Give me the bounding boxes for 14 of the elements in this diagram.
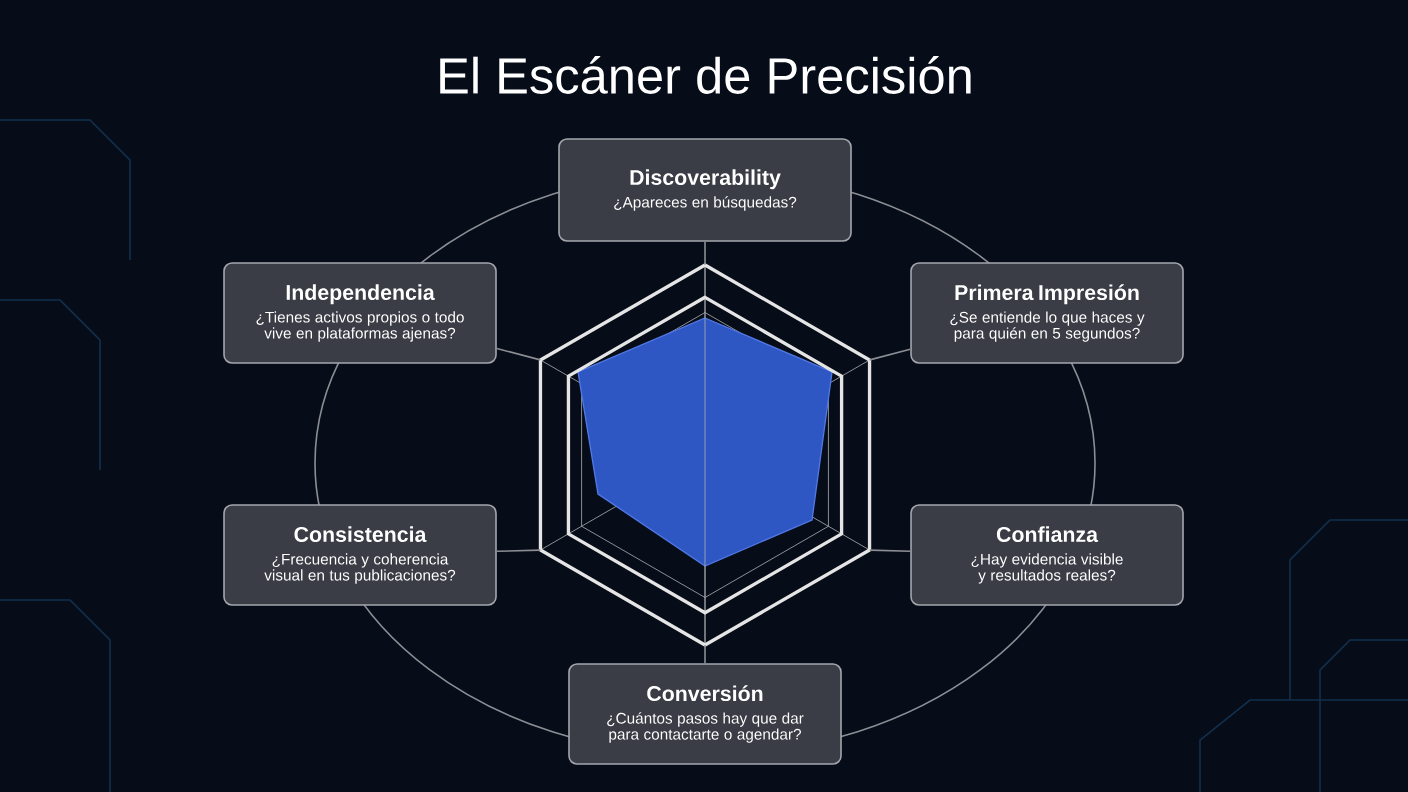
connector-line [704, 241, 706, 266]
connector-line [869, 348, 911, 361]
question-box: Confianza ¿Hay evidencia visible y resultados reales? [910, 504, 1184, 606]
question-box: Consistencia ¿Frecuencia y coherencia visual en tus publicaciones? [223, 504, 497, 606]
question-box: Independencia ¿Tienes activos propios o todo vive en plataformas ajenas? [223, 262, 497, 364]
connector-line [704, 644, 706, 664]
question-box: Primera Impresión ¿Se entiende lo que haces y para quién en 5 segundos? [910, 262, 1184, 364]
connector-line [496, 549, 542, 553]
question-box: Conversión ¿Cuántos pasos hay que dar para contactarte o agendar? [568, 663, 842, 765]
question-box: Discoverability ¿Apareces en búsquedas? [558, 138, 852, 242]
radar-chart-drawing [538, 263, 872, 647]
title: El Escáner de Precisión [440, 56, 971, 94]
connector-line [869, 549, 911, 553]
connector-line [496, 347, 542, 361]
